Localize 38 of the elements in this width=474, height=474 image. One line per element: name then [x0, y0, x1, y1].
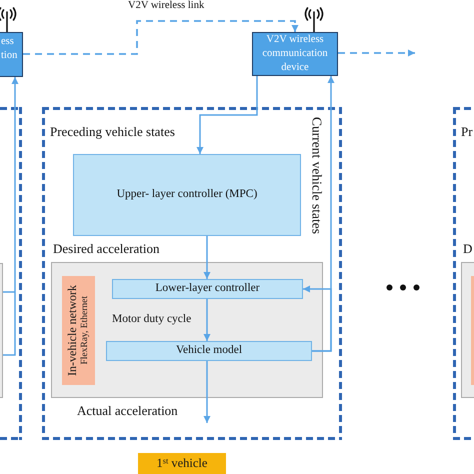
- dashed-arrow: [23, 20, 298, 55]
- vehicle-panel: [42, 107, 342, 440]
- controller-label: Lower-layer controller: [155, 282, 260, 296]
- device-box: [252, 32, 338, 76]
- arrow: [303, 286, 332, 352]
- vehicle-label: 1$^{st}$ vehicle: [156, 456, 208, 470]
- controller-label: Vehicle model: [176, 344, 242, 358]
- edge-label: Motor duty cycle: [112, 313, 192, 326]
- text-fragment: Pr: [461, 125, 473, 140]
- network-label: FlexRay, Ethernet: [81, 296, 91, 365]
- device-label: ess tion: [1, 35, 18, 63]
- vehicle-panel: [0, 107, 22, 440]
- subsystem-panel: [51, 262, 323, 398]
- subsystem-panel: [0, 263, 3, 398]
- edge-label: Desired acceleration: [53, 242, 160, 257]
- text-fragment: D: [463, 242, 472, 257]
- controller-label: Upper- layer controller (MPC): [116, 188, 258, 202]
- subsystem-panel: [461, 262, 474, 398]
- vehicle-tag: [138, 453, 226, 474]
- network-box: [62, 276, 95, 385]
- edge-label: V2V wireless link: [128, 0, 204, 12]
- network-box: [471, 276, 474, 385]
- edge-label: Current vehicle states: [309, 117, 325, 234]
- device-label: V2V wireless communication device: [261, 33, 329, 75]
- arrow: [196, 76, 258, 154]
- arrow: [204, 236, 210, 279]
- model-box: [106, 341, 312, 361]
- edge-label: Preceding vehicle states: [50, 125, 175, 140]
- vehicle-panel: [453, 107, 474, 440]
- controller-box: [73, 154, 301, 236]
- network-label: In-vehicle network: [66, 285, 78, 376]
- arrow: [204, 299, 210, 341]
- edge-label: Actual acceleration: [77, 404, 178, 419]
- controller-box: [112, 279, 303, 299]
- device-box: [0, 32, 23, 77]
- dashed-arrow: [338, 50, 415, 56]
- arrow: [204, 361, 210, 423]
- arrow: [2, 76, 18, 356]
